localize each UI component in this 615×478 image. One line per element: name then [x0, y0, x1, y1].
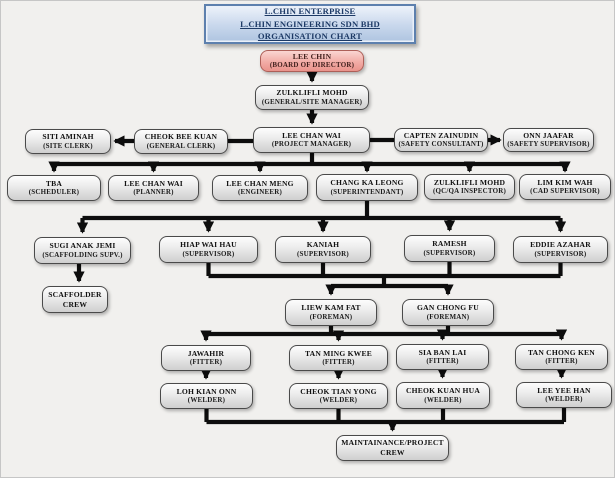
node-role: (WELDER)	[319, 396, 358, 405]
org-node-hiap-wai-hau: HIAP WAI HAU(SUPERVISOR)	[159, 236, 258, 263]
node-name: CAPTEN ZAINUDIN	[403, 130, 479, 140]
org-node-lee-chin: LEE CHIN(BOARD OF DIRECTOR)	[260, 50, 364, 72]
node-name: SITI AMINAH	[42, 132, 94, 142]
org-node-sugi-anak-jemi: SUGI ANAK JEMI(SCAFFOLDING SUPV.)	[34, 237, 131, 264]
org-node-kaniah: KANIAH(SUPERVISOR)	[275, 236, 371, 263]
node-role: (SUPERVISOR)	[534, 249, 587, 258]
node-role: (WELDER)	[424, 395, 462, 404]
node-name: LEE CHAN WAI	[124, 178, 183, 188]
node-name: GAN CHONG FU	[417, 303, 479, 313]
node-role: (SCAFFOLDING SUPV.)	[42, 250, 123, 259]
node-name: TBA	[45, 178, 63, 188]
org-node-lim-kim-wah: LIM KIM WAH(CAD SUPERVISOR)	[519, 174, 611, 200]
node-name: CHEOK TIAN YONG	[300, 386, 377, 396]
org-node-tba: TBA(SCHEDULER)	[7, 175, 101, 201]
node-role: (WELDER)	[187, 396, 226, 405]
node-role: (FOREMAN)	[309, 312, 353, 321]
org-node-chang-ka-leong: CHANG KA LEONG(SUPERINTENDANT)	[316, 174, 418, 201]
org-node-loh-kian-onn: LOH KIAN ONN(WELDER)	[160, 383, 253, 409]
node-name: JAWAHIR	[187, 348, 225, 358]
node-name: MAINTAINANCE/PROJECT	[341, 438, 444, 448]
org-node-tan-chong-ken: TAN CHONG KEN(FITTER)	[515, 344, 608, 370]
node-name: SUGI ANAK JEMI	[49, 241, 116, 251]
node-name: SCAFFOLDER	[48, 289, 102, 299]
node-role: (SUPERVISOR)	[297, 249, 349, 258]
org-node-capten-zainudin: CAPTEN ZAINUDIN(SAFETY CONSULTANT)	[394, 128, 488, 152]
node-role: (GENERAL/SITE MANAGER)	[261, 97, 363, 106]
org-node-eddie-azahar: EDDIE AZAHAR(SUPERVISOR)	[513, 236, 608, 263]
node-name: RAMESH	[432, 239, 467, 249]
node-role: (QC/QA INSPECTOR)	[432, 187, 507, 196]
node-name: KANIAH	[306, 240, 340, 250]
org-node-cheok-kuan-hua: CHEOK KUAN HUA(WELDER)	[396, 382, 490, 409]
org-node-onn-jaafar: ONN JAAFAR(SAFETY SUPERVISOR)	[503, 128, 594, 152]
node-role: (SUPERINTENDANT)	[330, 187, 404, 196]
org-node-jawahir: JAWAHIR(FITTER)	[161, 345, 251, 371]
node-name: CHANG KA LEONG	[330, 178, 404, 188]
node-name: ZULKLIFLI MOHD	[433, 177, 506, 187]
node-role: (WELDER)	[545, 395, 583, 404]
org-node-lee-yee-han: LEE YEE HAN(WELDER)	[516, 382, 612, 408]
org-node-lee-chan-wai-planner: LEE CHAN WAI(PLANNER)	[108, 175, 199, 201]
org-node-liew-kam-fat: LIEW KAM FAT(FOREMAN)	[285, 299, 377, 326]
node-role: (GENERAL CLERK)	[146, 141, 216, 150]
node-name: LEE CHAN MENG	[226, 178, 294, 188]
node-role: (CAD SUPERVISOR)	[530, 187, 600, 196]
node-role: (FOREMAN)	[426, 312, 470, 321]
node-role: (FITTER)	[322, 358, 355, 367]
node-role: (PLANNER)	[133, 188, 174, 197]
node-name: CHEOK KUAN HUA	[405, 386, 481, 396]
node-name: ZULKLIFLI MOHD	[276, 88, 348, 98]
node-role: (SUPERVISOR)	[182, 249, 235, 258]
node-role: (BOARD OF DIRECTOR)	[269, 61, 355, 70]
org-node-zulklifli-gm: ZULKLIFLI MOHD(GENERAL/SITE MANAGER)	[255, 85, 369, 110]
org-node-cheok-bee-kuan: CHEOK BEE KUAN(GENERAL CLERK)	[134, 129, 228, 154]
org-node-lee-chan-meng: LEE CHAN MENG(ENGINEER)	[212, 175, 308, 201]
org-node-zulklifli-qc: ZULKLIFLI MOHD(QC/QA INSPECTOR)	[424, 174, 515, 200]
title-line-2: L.CHIN ENGINEERING SDN BHD	[240, 18, 380, 29]
node-name: LEE CHAN WAI	[282, 130, 341, 140]
node-name: LOH KIAN ONN	[176, 386, 237, 396]
node-role: (SAFETY SUPERVISOR)	[507, 140, 590, 149]
node-name: LIEW KAM FAT	[301, 303, 361, 313]
node-role: (FITTER)	[545, 357, 578, 366]
node-name: EDDIE AZAHAR	[530, 240, 591, 250]
node-name: CHEOK BEE KUAN	[144, 132, 218, 142]
node-role: (SCHEDULER)	[28, 188, 80, 197]
node-name: TAN CHONG KEN	[527, 347, 595, 357]
node-role: (SAFETY CONSULTANT)	[398, 140, 484, 149]
node-role: (SUPERVISOR)	[423, 248, 476, 257]
node-name: ONN JAAFAR	[523, 130, 574, 140]
title-box: L.CHIN ENTERPRISE L.CHIN ENGINEERING SDN…	[204, 4, 416, 44]
org-node-siti-aminah: SITI AMINAH(SITE CLERK)	[25, 129, 111, 154]
org-node-tan-ming-kwee: TAN MING KWEE(FITTER)	[289, 345, 388, 371]
node-role: CREW	[380, 448, 405, 457]
org-node-sia-ban-lai: SIA BAN LAI(FITTER)	[396, 344, 489, 370]
node-name: LEE YEE HAN	[537, 385, 591, 395]
node-role: (FITTER)	[189, 358, 223, 367]
node-role: CREW	[62, 299, 88, 309]
node-name: SIA BAN LAI	[418, 347, 467, 357]
org-node-ramesh: RAMESH(SUPERVISOR)	[404, 235, 495, 262]
node-name: LEE CHIN	[292, 51, 332, 61]
title-line-1: L.CHIN ENTERPRISE	[264, 5, 356, 16]
node-role: (SITE CLERK)	[43, 141, 93, 150]
org-node-cheok-tian-yong: CHEOK TIAN YONG(WELDER)	[289, 383, 388, 409]
node-name: TAN MING KWEE	[304, 348, 372, 358]
node-name: LIM KIM WAH	[537, 177, 593, 187]
node-role: (PROJECT MANAGER)	[271, 140, 352, 149]
org-node-gan-chong-fu: GAN CHONG FU(FOREMAN)	[402, 299, 494, 326]
node-role: (FITTER)	[426, 357, 459, 366]
title-line-3: ORGANISATION CHART	[257, 31, 363, 42]
node-role: (ENGINEER)	[237, 188, 282, 197]
org-node-lee-chan-wai-pm: LEE CHAN WAI(PROJECT MANAGER)	[253, 127, 370, 153]
node-name: HIAP WAI HAU	[180, 240, 237, 250]
